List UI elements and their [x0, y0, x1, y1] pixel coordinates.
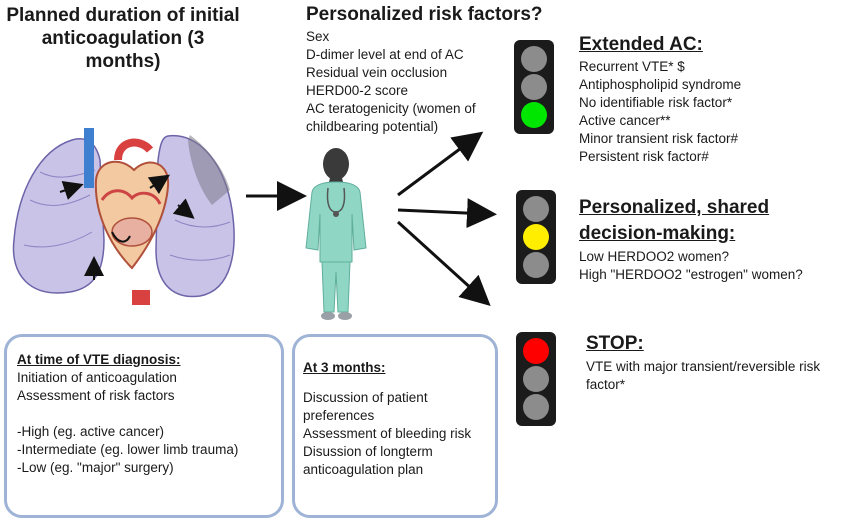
risk-item: childbearing potential): [306, 119, 439, 134]
shared-title-line: decision-making:: [579, 223, 736, 244]
risk-factors-heading: Personalized risk factors?: [306, 4, 543, 25]
traffic-light-red-icon: [516, 332, 556, 426]
diagnosis-item: -Intermediate (eg. lower limb trauma): [17, 442, 239, 457]
extended-item: Recurrent VTE* $: [579, 59, 685, 74]
shared-item: Low HERDOO2 women?: [579, 249, 730, 264]
shared-item: High "HERDOO2 "estrogen" women?: [579, 267, 803, 282]
planned-duration-heading: Planned duration of initial anticoagulat…: [2, 4, 244, 73]
arrow-to-shared: [397, 198, 497, 229]
diagnosis-item: -Low (eg. "major" surgery): [17, 460, 174, 475]
diagnosis-item: -High (eg. active cancer): [17, 424, 165, 439]
risk-item: D-dimer level at end of AC: [306, 47, 464, 62]
extended-ac-title: Extended AC:: [579, 34, 703, 55]
three-months-title: At 3 months:: [303, 360, 386, 375]
three-months-box: At 3 months: Discussion of patient prefe…: [292, 334, 498, 518]
arrow-to-extended: [397, 131, 484, 197]
planned-line: months): [85, 51, 161, 72]
stop-item: factor*: [586, 377, 626, 392]
traffic-light-yellow-icon: [516, 190, 556, 284]
diagnosis-box: At time of VTE diagnosis: Initiation of …: [4, 334, 284, 518]
extended-item: Persistent risk factor#: [579, 149, 709, 164]
lungs-heart-illustration: [4, 124, 240, 310]
arrow-to-stop: [396, 220, 491, 307]
risk-item: HERD00-2 score: [306, 83, 409, 98]
risk-item: Sex: [306, 29, 330, 44]
risk-item: AC teratogenicity (women of: [306, 101, 476, 116]
extended-item: Antiphospholipid syndrome: [579, 77, 742, 92]
three-months-item: preferences: [303, 408, 375, 423]
three-months-item: Assessment of bleeding risk: [303, 426, 472, 441]
diagnosis-item: [17, 405, 238, 423]
diagnosis-box-title: At time of VTE diagnosis:: [17, 352, 181, 367]
red-lamp: [523, 338, 549, 364]
three-months-item: anticoagulation plan: [303, 462, 424, 477]
extended-item: Active cancer**: [579, 113, 671, 128]
traffic-light-green-icon: [514, 40, 554, 134]
shared-decision-title: Personalized, shared decision-making:: [579, 195, 769, 247]
stop-title: STOP:: [586, 333, 644, 354]
planned-line: anticoagulation (3: [41, 28, 205, 49]
stop-list: VTE with major transient/reversible risk…: [586, 358, 820, 394]
risk-item: Residual vein occlusion: [306, 65, 448, 80]
diagnosis-item: Assessment of risk factors: [17, 388, 175, 403]
three-months-item: Discussion of patient: [303, 390, 428, 405]
planned-line: Planned duration of initial: [6, 5, 240, 26]
extended-ac-list: Recurrent VTE* $ Antiphospholipid syndro…: [579, 58, 741, 166]
three-months-item: Disussion of longterm: [303, 444, 433, 459]
shared-title-line: Personalized, shared: [579, 197, 770, 218]
risk-factors-list: Sex D-dimer level at end of AC Residual …: [306, 28, 476, 136]
green-lamp: [521, 102, 547, 128]
extended-item: Minor transient risk factor#: [579, 131, 739, 146]
diagnosis-item: Initiation of anticoagulation: [17, 370, 177, 385]
stop-item: VTE with major transient/reversible risk: [586, 359, 821, 374]
yellow-lamp: [523, 224, 549, 250]
extended-item: No identifiable risk factor*: [579, 95, 733, 110]
doctor-icon: [305, 148, 367, 320]
shared-decision-list: Low HERDOO2 women? High "HERDOO2 "estrog…: [579, 248, 803, 284]
